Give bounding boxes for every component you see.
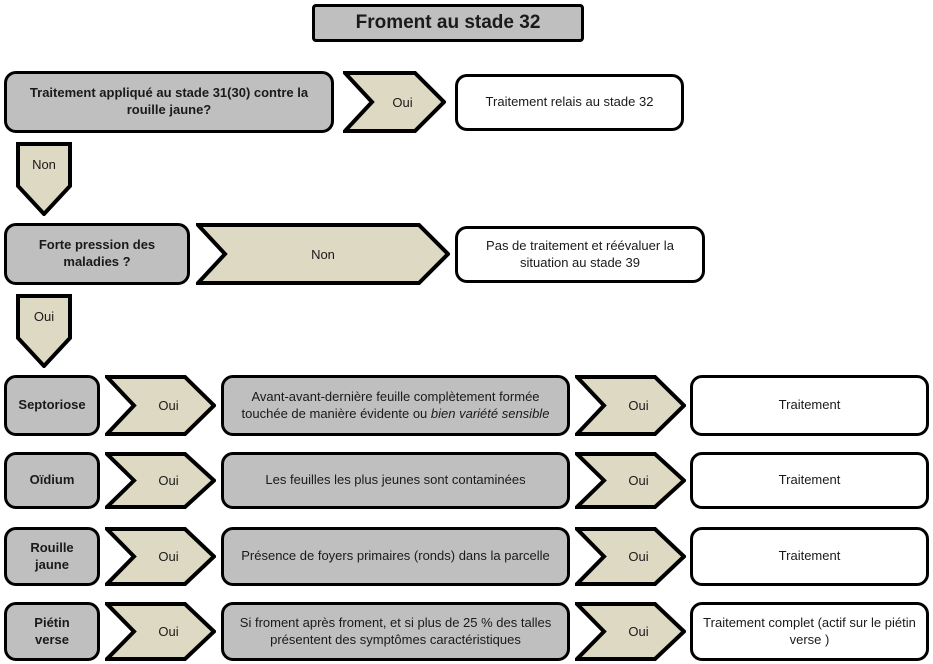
disease-name-label-2: Rouille jaune — [30, 539, 74, 572]
chevron-shape-icon — [196, 223, 450, 285]
disease-name-label-0: Septoriose — [18, 397, 86, 413]
chevron-shape-icon — [575, 452, 686, 509]
down-arrow-shape-icon — [16, 294, 72, 369]
branch-arrow-non: Non — [16, 142, 72, 217]
condition-box-2: Présence de foyers primaires (ronds) dan… — [221, 527, 570, 586]
result-box-row1: Traitement relais au stade 32 — [455, 74, 684, 131]
condition-label-1: Les feuilles les plus jeunes sont contam… — [265, 472, 526, 488]
result-label-row1: Traitement relais au stade 32 — [485, 94, 654, 110]
treatment-label-3: Traitement complet (actif sur le piétin … — [703, 614, 916, 647]
down-arrow-shape-icon — [16, 142, 72, 217]
title-label: Froment au stade 32 — [355, 11, 541, 33]
title-box: Froment au stade 32 — [312, 4, 584, 42]
connector-chevron-1-b: Oui — [575, 452, 686, 509]
disease-name-label-1: Oïdium — [29, 472, 75, 488]
connector-chevron-row2: Non — [196, 223, 450, 285]
disease-name-box-0: Septoriose — [4, 375, 100, 436]
connector-chevron-row1: Oui — [343, 71, 446, 133]
condition-plain-0: Avant-avant-dernière feuille complètemen… — [241, 388, 540, 421]
condition-box-3: Si froment après froment, et si plus de … — [221, 602, 570, 661]
result-label-row2: Pas de traitement et réévaluer la situat… — [486, 237, 674, 270]
connector-chevron-0-b: Oui — [575, 375, 686, 436]
chevron-shape-icon — [105, 452, 216, 509]
condition-label-3: Si froment après froment, et si plus de … — [239, 614, 552, 647]
condition-label-2: Présence de foyers primaires (ronds) dan… — [241, 548, 550, 564]
question-label-row1: Traitement appliqué au stade 31(30) cont… — [29, 85, 309, 117]
treatment-label-2: Traitement — [778, 548, 841, 564]
chevron-shape-icon — [105, 375, 216, 436]
treatment-box-0: Traitement — [690, 375, 929, 436]
question-label-row2: Forte pression des maladies ? — [38, 237, 156, 269]
chevron-shape-icon — [575, 375, 686, 436]
chevron-shape-icon — [105, 527, 216, 586]
connector-chevron-1-a: Oui — [105, 452, 216, 509]
treatment-box-2: Traitement — [690, 527, 929, 586]
result-box-row2: Pas de traitement et réévaluer la situat… — [455, 226, 705, 283]
connector-chevron-2-a: Oui — [105, 527, 216, 586]
treatment-box-1: Traitement — [690, 452, 929, 509]
connector-chevron-0-a: Oui — [105, 375, 216, 436]
connector-chevron-3-b: Oui — [575, 602, 686, 661]
chevron-shape-icon — [343, 71, 446, 133]
condition-box-1: Les feuilles les plus jeunes sont contam… — [221, 452, 570, 509]
chevron-shape-icon — [105, 602, 216, 661]
disease-name-label-3: Piétin verse — [34, 614, 70, 647]
disease-name-box-3: Piétin verse — [4, 602, 100, 661]
disease-name-box-1: Oïdium — [4, 452, 100, 509]
connector-chevron-3-a: Oui — [105, 602, 216, 661]
treatment-label-1: Traitement — [778, 472, 841, 488]
treatment-label-0: Traitement — [778, 397, 841, 413]
chevron-shape-icon — [575, 602, 686, 661]
branch-arrow-oui: Oui — [16, 294, 72, 369]
disease-name-box-2: Rouille jaune — [4, 527, 100, 586]
treatment-box-3: Traitement complet (actif sur le piétin … — [690, 602, 929, 661]
condition-italic-0: bien variété sensible — [430, 405, 550, 421]
chevron-shape-icon — [575, 527, 686, 586]
condition-label-0: Avant-avant-dernière feuille complètemen… — [224, 389, 567, 422]
question-box-row1: Traitement appliqué au stade 31(30) cont… — [4, 71, 334, 133]
condition-box-0: Avant-avant-dernière feuille complètemen… — [221, 375, 570, 436]
question-box-row2: Forte pression des maladies ? — [4, 223, 190, 285]
connector-chevron-2-b: Oui — [575, 527, 686, 586]
